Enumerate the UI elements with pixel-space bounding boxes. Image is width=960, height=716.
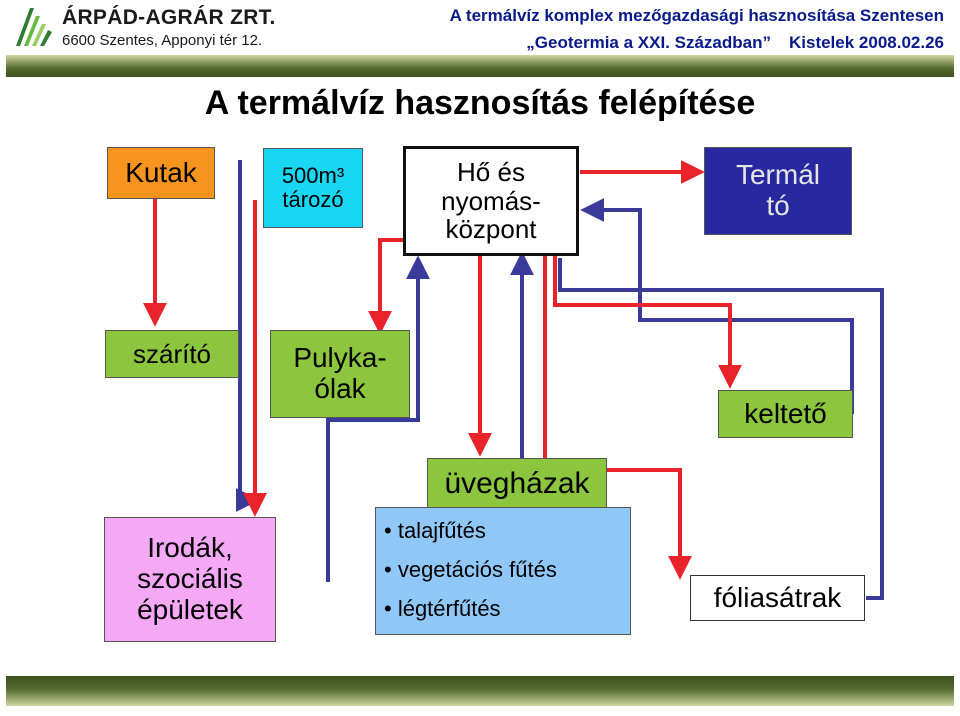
list-item: • vegetációs fűtés bbox=[384, 557, 557, 582]
node-ho-line2: nyomás- bbox=[441, 185, 541, 216]
node-pulyka-line2: ólak bbox=[314, 373, 366, 404]
list-item-label: vegetációs fűtés bbox=[397, 557, 557, 582]
return-line-szarito bbox=[235, 160, 260, 512]
node-tarozo-line1: 500m³ bbox=[281, 162, 345, 188]
node-kutak: Kutak bbox=[107, 147, 215, 199]
node-irodak-line2: szociális bbox=[137, 563, 243, 595]
node-ho-line3: központ bbox=[445, 214, 537, 245]
list-item-label: légtérfűtés bbox=[397, 596, 501, 621]
node-kelteto: keltető bbox=[718, 390, 853, 438]
node-tarozo: 500m³ tározó bbox=[263, 148, 363, 228]
conference-name: „Geotermia a XXI. Században” bbox=[526, 33, 771, 52]
return-line-kelteto bbox=[580, 198, 854, 414]
supply-arrow-kelteto bbox=[553, 256, 742, 389]
presentation-title: A termálvíz komplex mezőgazdasági haszno… bbox=[449, 6, 944, 25]
return-line-folia bbox=[558, 258, 884, 600]
node-irodak-line3: épületek bbox=[137, 593, 243, 625]
return-line-irodak bbox=[326, 255, 430, 582]
node-termalto-line2: tó bbox=[766, 190, 790, 221]
node-ho-nyomaskozpont: Hő és nyomás- központ bbox=[403, 146, 579, 256]
node-irodak-line1: Irodák, bbox=[147, 532, 233, 564]
node-pulyka-line1: Pulyka- bbox=[293, 342, 387, 374]
node-kelteto-label: keltető bbox=[744, 397, 827, 429]
node-foliasatrak-label: fóliasátrak bbox=[713, 581, 842, 613]
node-uveghazak-label: üvegházak bbox=[444, 466, 590, 500]
company-name: ÁRPÁD-AGRÁR ZRT. bbox=[62, 6, 276, 29]
node-uveghaz-list: • talajfűtés • vegetációs fűtés • légtér… bbox=[375, 507, 631, 635]
header-bar bbox=[6, 55, 954, 77]
node-pulyka-olak: Pulyka- ólak bbox=[270, 330, 410, 418]
conference-date: Kistelek 2008.02.26 bbox=[788, 33, 944, 52]
node-kutak-label: Kutak bbox=[125, 156, 197, 188]
node-szarito: szárító bbox=[105, 330, 239, 378]
list-item-label: talajfűtés bbox=[397, 518, 486, 543]
company-logo bbox=[10, 4, 58, 48]
node-tarozo-line2: tározó bbox=[282, 187, 344, 212]
node-szarito-label: szárító bbox=[132, 338, 212, 369]
list-item: • légtérfűtés bbox=[384, 596, 501, 621]
node-termalto: Termál tó bbox=[704, 147, 852, 235]
supply-arrow-pulyka bbox=[368, 238, 403, 335]
node-irodak: Irodák, szociális épületek bbox=[104, 517, 276, 642]
node-uveghazak: üvegházak bbox=[427, 458, 607, 508]
supply-arrow-folia bbox=[543, 256, 692, 580]
node-ho-line1: Hő és bbox=[457, 157, 525, 188]
slide-title: A termálvíz hasznosítás felépítése bbox=[204, 84, 756, 122]
node-foliasatrak: fóliasátrak bbox=[690, 575, 865, 621]
list-item: • talajfűtés bbox=[384, 518, 486, 543]
footer-bar bbox=[6, 676, 954, 706]
company-address: 6600 Szentes, Apponyi tér 12. bbox=[62, 32, 263, 49]
leaf-logo-icon bbox=[16, 8, 52, 46]
node-termalto-line1: Termál bbox=[735, 159, 820, 191]
presentation-subtitle: „Geotermia a XXI. Században” Kistelek 200… bbox=[508, 33, 944, 53]
